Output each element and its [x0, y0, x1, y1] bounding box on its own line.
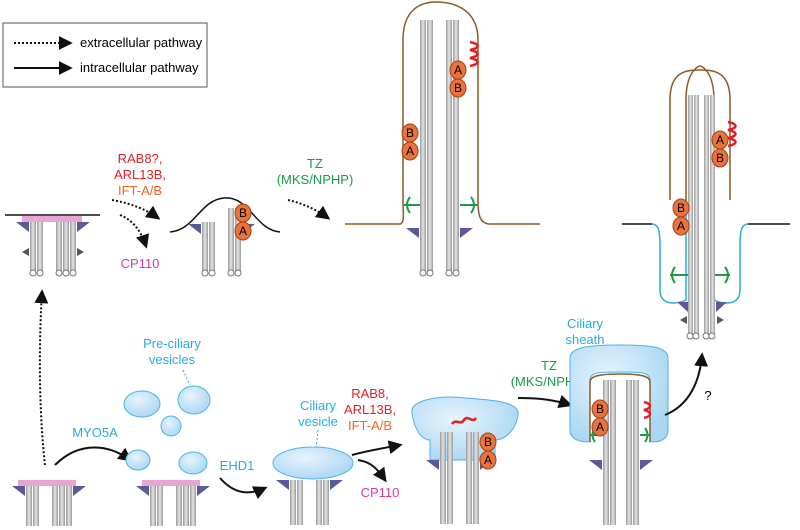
extracellular-cp110-label: CP110 [121, 256, 160, 271]
ift-a-label: A [484, 453, 492, 467]
question-mark-label: ? [704, 388, 711, 403]
ift-a-label: A [454, 63, 462, 77]
intracellular-stage5: B A [569, 344, 669, 525]
myo5a-label: MYO5A [72, 425, 118, 440]
legend-intracellular-label: intracellular pathway [80, 60, 199, 75]
membrane-protein-icon [469, 40, 479, 68]
preciliary-vesicles [123, 385, 211, 475]
intracellular-arl13b-label: ARL13B, [344, 402, 396, 417]
intracellular-rab8-label: RAB8, [351, 386, 389, 401]
extracellular-arrow-1 [111, 199, 161, 220]
intracellular-ift-label: IFT-A/B [348, 418, 392, 433]
extracellular-cp110-arrow [119, 214, 150, 249]
ift-a-label: A [716, 133, 724, 147]
ift-b-label: B [239, 206, 247, 220]
extracellular-arl13b-label: ARL13B, [114, 167, 166, 182]
extracellular-rab8-label: RAB8?, [118, 151, 163, 166]
intracellular-stage3 [272, 446, 354, 525]
legend: extracellular pathway intracellular path… [2, 22, 208, 88]
ift-b-label: B [454, 81, 462, 95]
extracellular-stage1 [5, 214, 100, 277]
ciliary-vesicle-label-2: vesicle [298, 414, 338, 429]
arrow-to-pocket-cilium [664, 352, 709, 416]
extracellular-arrow-2 [287, 199, 331, 220]
ehd1-label: EHD1 [220, 458, 255, 473]
membrane-protein-icon [450, 416, 478, 425]
myo5a-arrow [54, 446, 133, 466]
intracellular-stage1 [12, 480, 86, 526]
ehd1-arrow [219, 477, 268, 500]
ift-b-label: B [596, 402, 604, 416]
pocket-cilium: B A A B [622, 65, 790, 340]
ciliary-membrane-pocket [669, 69, 731, 200]
extracellular-stage3-cilium: B A A B [345, 1, 540, 277]
ift-b-label: B [677, 201, 685, 215]
pocket-ift-anterograde: B A [672, 198, 690, 236]
intracellular-cp110-label: CP110 [361, 485, 400, 500]
ift-b-label: B [484, 435, 492, 449]
ciliary-pocket-right [713, 200, 749, 304]
intracellular-mks-nphp-label: (MKS/NPHP) [511, 374, 588, 389]
ift-train-retrograde: A B [449, 60, 467, 98]
intracellular-arrow-3 [351, 440, 403, 456]
preciliary-vesicles-label-1: Pre-ciliary [143, 336, 201, 351]
ift-train: B A [234, 203, 252, 241]
ciliary-sheath-label-2: sheath [565, 332, 604, 347]
legend-extracellular-label: extracellular pathway [80, 35, 203, 50]
ift-b-label: B [716, 151, 724, 165]
membrane-bulge [169, 197, 281, 233]
extracellular-ift-label: IFT-A/B [118, 183, 162, 198]
extracellular-tz-label: TZ [307, 156, 323, 171]
membrane-protein-icon [727, 120, 737, 148]
transition-zone-right [460, 196, 478, 214]
distal-appendage-vesicle [22, 216, 82, 222]
intracellular-arrow-4 [517, 394, 573, 409]
ift-a-label: A [406, 144, 414, 158]
ift-a-label: A [596, 420, 604, 434]
extracellular-stage2: B A [169, 197, 281, 277]
pocket-ift-retrograde: A B [711, 130, 729, 168]
intracellular-tz-label: TZ [541, 358, 557, 373]
ift-b-label: B [406, 126, 414, 140]
dotted-arrow-to-extracellular [34, 289, 49, 466]
ciliary-membrane [345, 1, 540, 225]
extracellular-mks-nphp-label: (MKS/NPHP) [277, 172, 354, 187]
transition-zone-left [403, 196, 420, 214]
basal-body [16, 222, 90, 277]
ciliary-vesicle-label-1: Ciliary [300, 398, 337, 413]
membrane-protein-icon [643, 400, 652, 420]
ciliary-vesicle [272, 446, 354, 480]
ift-a-label: A [239, 224, 247, 238]
intracellular-cp110-arrow [357, 459, 387, 483]
ift-a-label: A [677, 219, 685, 233]
ift-train-anterograde: B A [401, 123, 419, 161]
intracellular-stage2 [136, 480, 210, 526]
intracellular-stage4: B A [411, 396, 519, 524]
ciliary-sheath-label-1: Ciliary [567, 316, 604, 331]
ciliary-sheath [569, 344, 669, 443]
preciliary-vesicles-label-2: vesicles [149, 352, 196, 367]
